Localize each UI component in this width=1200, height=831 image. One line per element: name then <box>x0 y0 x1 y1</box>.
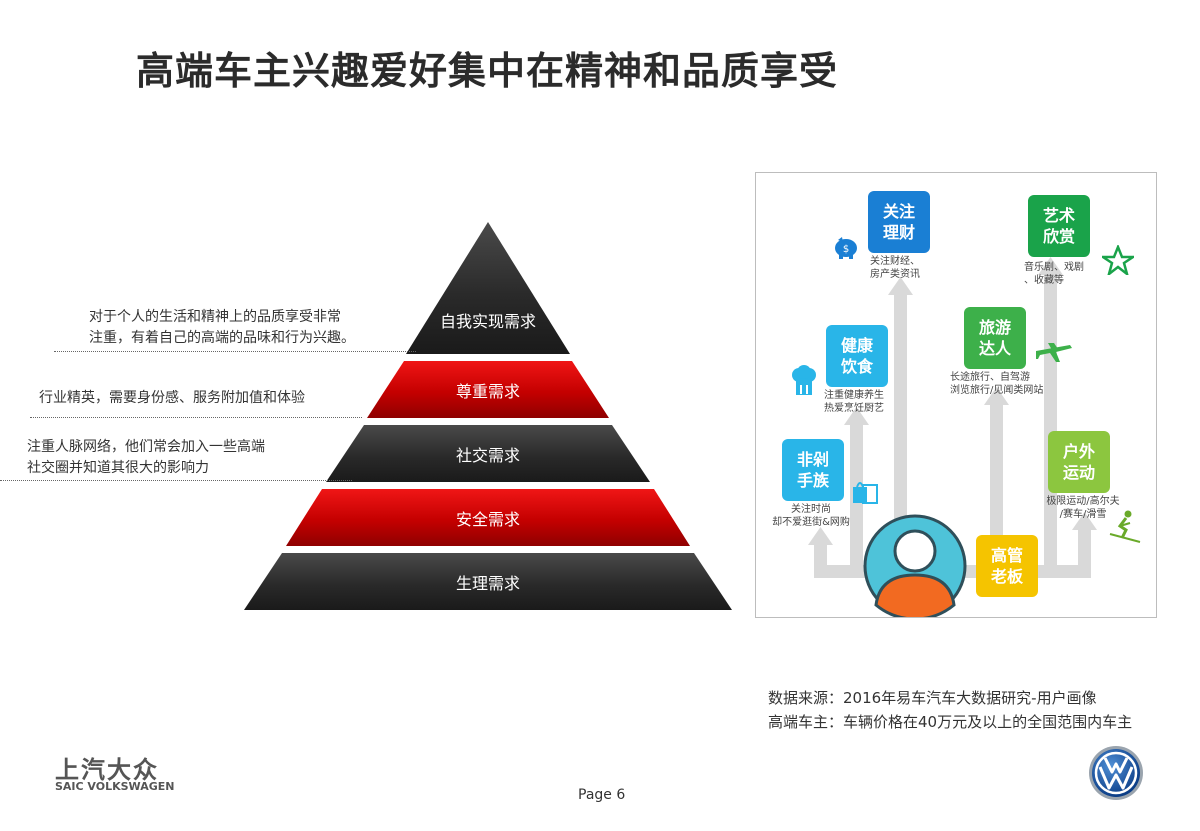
airplane-icon <box>1036 343 1072 362</box>
interests-panel: 关注 理财 关注财经、 房产类资讯 艺术 欣赏 音乐剧、戏剧 、收藏等 健康 饮… <box>755 172 1157 618</box>
star-icon <box>1102 245 1134 275</box>
source-line-1: 数据来源：2016年易车汽车大数据研究-用户画像 <box>768 689 1097 707</box>
tile-travel-desc: 长途旅行、自驾游 浏览旅行/见闻类网站 <box>950 372 1044 396</box>
tile-travel: 旅游 达人 <box>964 307 1026 369</box>
tile-outdoor: 户外 运动 <box>1048 431 1110 493</box>
pyramid-level-social: 社交需求 <box>326 425 650 482</box>
tile-finance-desc: 关注财经、 房产类资讯 <box>870 256 920 280</box>
tile-shopping: 非剁 手族 <box>782 439 844 501</box>
tile-health: 健康 饮食 <box>826 325 888 387</box>
pyramid-level-label: 社交需求 <box>455 445 520 465</box>
person-avatar-icon <box>863 514 967 617</box>
piggy-bank-icon: $ <box>835 237 857 259</box>
pyramid-level-label: 安全需求 <box>455 509 520 529</box>
tile-art-desc: 音乐剧、戏剧 、收藏等 <box>1024 262 1084 286</box>
pyramid-level-safety: 安全需求 <box>286 489 690 546</box>
chef-hat-icon <box>792 365 816 395</box>
annotation-line: 社交圈并知道其很大的影响力 <box>27 460 209 476</box>
annotation-leader-line <box>54 351 416 352</box>
annotation-esteem: 行业精英，需要身份感、服务附加值和体验 <box>39 388 305 409</box>
pyramid-level-label: 尊重需求 <box>455 381 520 401</box>
annotation-line: 对于个人的生活和精神上的品质享受非常 <box>89 309 341 325</box>
tile-art: 艺术 欣赏 <box>1028 195 1090 257</box>
volkswagen-logo-icon <box>1089 746 1143 800</box>
tile-health-desc: 注重健康养生 热爱烹饪厨艺 <box>824 390 884 414</box>
tile-finance: 关注 理财 <box>868 191 930 253</box>
pyramid-level-esteem: 尊重需求 <box>367 361 609 418</box>
tile-shopping-desc: 关注时尚 却不爱逛街&网购 <box>772 504 850 528</box>
page-title: 高端车主兴趣爱好集中在精神和品质享受 <box>136 49 839 93</box>
annotation-line: 注重人脉网络，他们常会加入一些高端 <box>27 439 265 455</box>
source-line-2: 高端车主：车辆价格在40万元及以上的全国范围内车主 <box>768 713 1133 731</box>
skier-icon <box>1109 510 1141 543</box>
annotation-self-actualization: 对于个人的生活和精神上的品质享受非常 注重，有着自己的高端的品味和行为兴趣。 <box>89 307 355 349</box>
brand-logo-en: SAIC VOLKSWAGEN <box>55 780 175 793</box>
data-source-note: 数据来源：2016年易车汽车大数据研究-用户画像 高端车主：车辆价格在40万元及… <box>768 686 1132 734</box>
tile-executive: 高管 老板 <box>976 535 1038 597</box>
svg-text:$: $ <box>843 244 849 255</box>
annotation-line: 注重，有着自己的高端的品味和行为兴趣。 <box>89 330 355 346</box>
needs-pyramid: 自我实现需求 尊重需求 社交需求 安全需求 生理需求 <box>244 222 732 612</box>
annotation-leader-line <box>30 417 362 418</box>
pyramid-level-label: 自我实现需求 <box>439 312 536 331</box>
page-number: Page 6 <box>578 787 626 803</box>
annotation-leader-line <box>0 480 352 481</box>
annotation-social: 注重人脉网络，他们常会加入一些高端 社交圈并知道其很大的影响力 <box>27 437 265 479</box>
pyramid-level-label: 生理需求 <box>455 573 520 593</box>
tile-outdoor-desc: 极限运动/高尔夫 /赛车/滑雪 <box>1046 496 1120 520</box>
annotation-line: 行业精英，需要身份感、服务附加值和体验 <box>39 390 305 406</box>
brand-logo-cn: 上汽大众 <box>55 756 159 784</box>
shopping-bag-icon <box>853 482 878 504</box>
pyramid-level-physiological: 生理需求 <box>244 553 732 610</box>
